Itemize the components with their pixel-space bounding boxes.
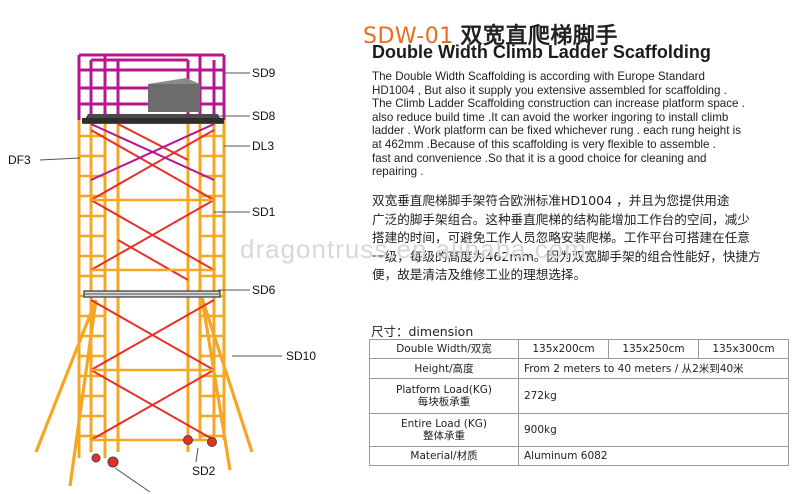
table-row: Double Width/双宽 135x200cm 135x250cm 135x… — [369, 339, 790, 359]
lower-frame — [77, 120, 226, 458]
cell-value: From 2 meters to 40 meters / 从2米到40米 — [518, 358, 789, 379]
dimension-heading: 尺寸：dimension — [371, 324, 474, 339]
callout-sd10: SD10 — [286, 349, 317, 363]
row-label: Platform Load(KG) 每块板承重 — [369, 378, 519, 414]
cell-value: 900kg — [518, 413, 789, 447]
table-row: Platform Load(KG) 每块板承重 272kg — [369, 378, 789, 414]
row-label-line2: 每块板承重 — [417, 396, 471, 408]
callout-sd6: SD6 — [252, 283, 276, 297]
callout-lines — [39, 72, 282, 493]
row-label: Double Width/双宽 — [369, 339, 519, 359]
row-label: Height/高度 — [369, 358, 519, 379]
callout-dl3: DL3 — [252, 139, 275, 153]
cell-value: 135x250cm — [607, 339, 699, 359]
callout-df3: DF3 — [8, 153, 31, 167]
upper-braces — [90, 123, 215, 181]
cell-value: 135x200cm — [518, 339, 609, 359]
row-label-line1: Platform Load(KG) — [395, 384, 493, 396]
callout-sd2: SD2 — [192, 464, 216, 478]
mid-platform-sd6 — [83, 290, 221, 298]
table-row: Height/高度 From 2 meters to 40 meters / 从… — [369, 358, 789, 379]
model-code: SDW-01 — [363, 24, 454, 49]
title-chinese: 双宽直爬梯脚手 — [460, 24, 618, 49]
cell-value: 135x300cm — [697, 339, 790, 359]
top-platform-sd8 — [82, 78, 224, 124]
cell-value: Aluminum 6082 — [518, 446, 789, 466]
table-row: Material/材质 Aluminum 6082 — [369, 446, 789, 466]
diagonal-braces-sd1 — [90, 123, 215, 441]
watermark: dragontruss.en.alibaba.com — [240, 234, 587, 264]
outrigger-sd10 — [34, 297, 254, 487]
table-row: Entire Load (KG) 整体承重 900kg — [369, 413, 789, 447]
row-label-line2: 整体承重 — [423, 430, 465, 442]
ladder-rungs-dl3 — [79, 134, 224, 438]
row-label: Entire Load (KG) 整体承重 — [369, 413, 519, 447]
castor-wheels-sd2 — [91, 435, 217, 468]
description-english: The Double Width Scaffolding is accordin… — [372, 70, 745, 179]
callout-sd8: SD8 — [252, 109, 276, 123]
cell-value: 272kg — [518, 378, 789, 414]
description-chinese: 双宽垂直爬梯脚手架符合欧洲标准HD1004 ，并且为您提供用途 广泛的脚手架组合… — [372, 193, 761, 282]
horizontal-ties — [91, 198, 214, 442]
spec-table: Double Width/双宽 135x200cm 135x250cm 135x… — [369, 339, 790, 466]
callout-sd1: SD1 — [252, 205, 276, 219]
callout-sd9: SD9 — [252, 66, 276, 80]
product-subtitle: Double Width Climb Ladder Scaffolding — [372, 42, 711, 62]
product-title: SDW-01 双宽直爬梯脚手 — [363, 18, 618, 50]
row-label-line1: Entire Load (KG) — [401, 418, 487, 430]
row-label: Material/材质 — [369, 446, 519, 466]
